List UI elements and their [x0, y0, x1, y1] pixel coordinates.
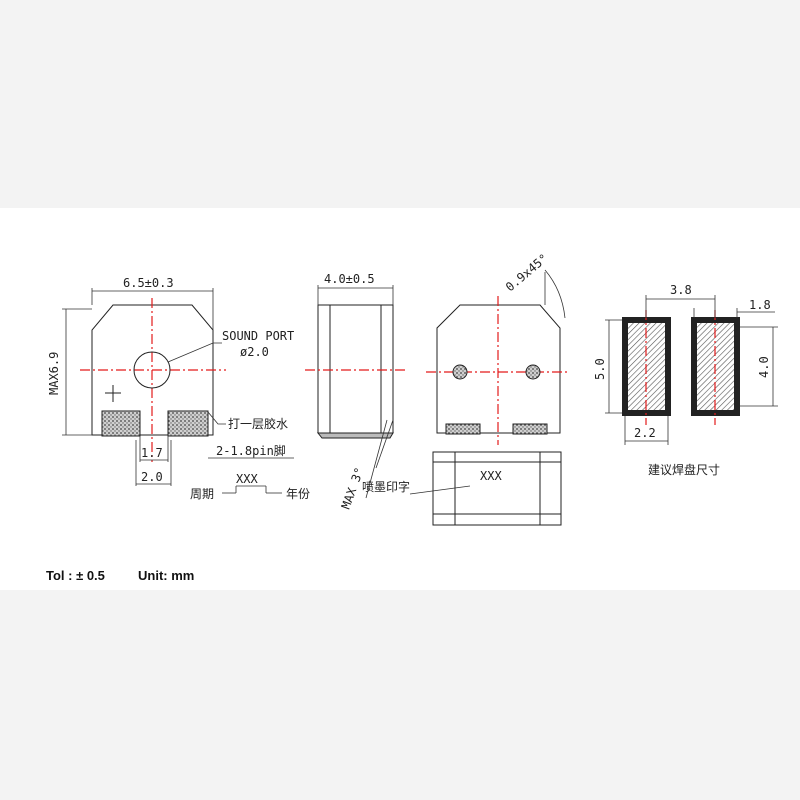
- sound-port-diameter: ø2.0: [240, 345, 269, 359]
- week-label: 周期: [190, 487, 214, 501]
- print-note: 喷墨印字: [362, 479, 410, 494]
- pad-pitch-label: 3.8: [670, 283, 692, 297]
- pad-caption: 建议焊盘尺寸: [648, 462, 720, 477]
- left-terminal-dot: [452, 364, 468, 380]
- right-terminal-dot: [525, 364, 541, 380]
- sound-port-label: SOUND PORT: [222, 329, 294, 343]
- pin-note: 2-1.8pin脚: [216, 443, 286, 458]
- side-body-outline: [317, 304, 394, 434]
- print-code: XXX: [480, 469, 502, 483]
- pad-layout: 3.8 1.8 5.0 4.0 2.2 建议焊盘尺寸: [593, 283, 778, 477]
- left-pin-pad: [101, 410, 141, 437]
- glue-note: 打一层胶水: [228, 416, 288, 431]
- pad-width-label: 1.8: [749, 298, 771, 312]
- back-body-outline: [436, 304, 561, 434]
- front-body-outline: [91, 304, 214, 436]
- unit-note: Unit: mm: [138, 568, 195, 583]
- front-width-label: 6.5±0.3: [123, 276, 174, 290]
- side-width-label: 4.0±0.5: [324, 272, 375, 286]
- pad-inner-height-label: 4.0: [757, 356, 771, 378]
- front-view: 6.5±0.3 MAX6.9 SOUND PORT ø2.0 打一层胶水 2-1…: [47, 276, 310, 501]
- front-height-label: MAX6.9: [47, 352, 61, 395]
- pad-gap-label: 2.2: [634, 426, 656, 440]
- pad-height-label: 5.0: [593, 358, 607, 380]
- right-pin-pad: [167, 410, 209, 437]
- side-view: 4.0±0.5 MAX 3°: [305, 272, 405, 511]
- year-label: 年份: [286, 487, 310, 501]
- tolerance-note: Tol : ± 0.5: [46, 568, 105, 583]
- pitch-outer-label: 2.0: [141, 470, 163, 484]
- pitch-inner-label: 1.7: [141, 446, 163, 460]
- back-view: 0.9x45°: [426, 251, 570, 445]
- print-body-outline: [432, 451, 562, 526]
- chamfer-label: 0.9x45°: [503, 251, 551, 294]
- sound-port-circle: [133, 351, 171, 389]
- print-view: XXX 喷墨印字: [362, 451, 562, 526]
- code-text: XXX: [236, 472, 258, 486]
- plus-mark-icon: [105, 385, 121, 402]
